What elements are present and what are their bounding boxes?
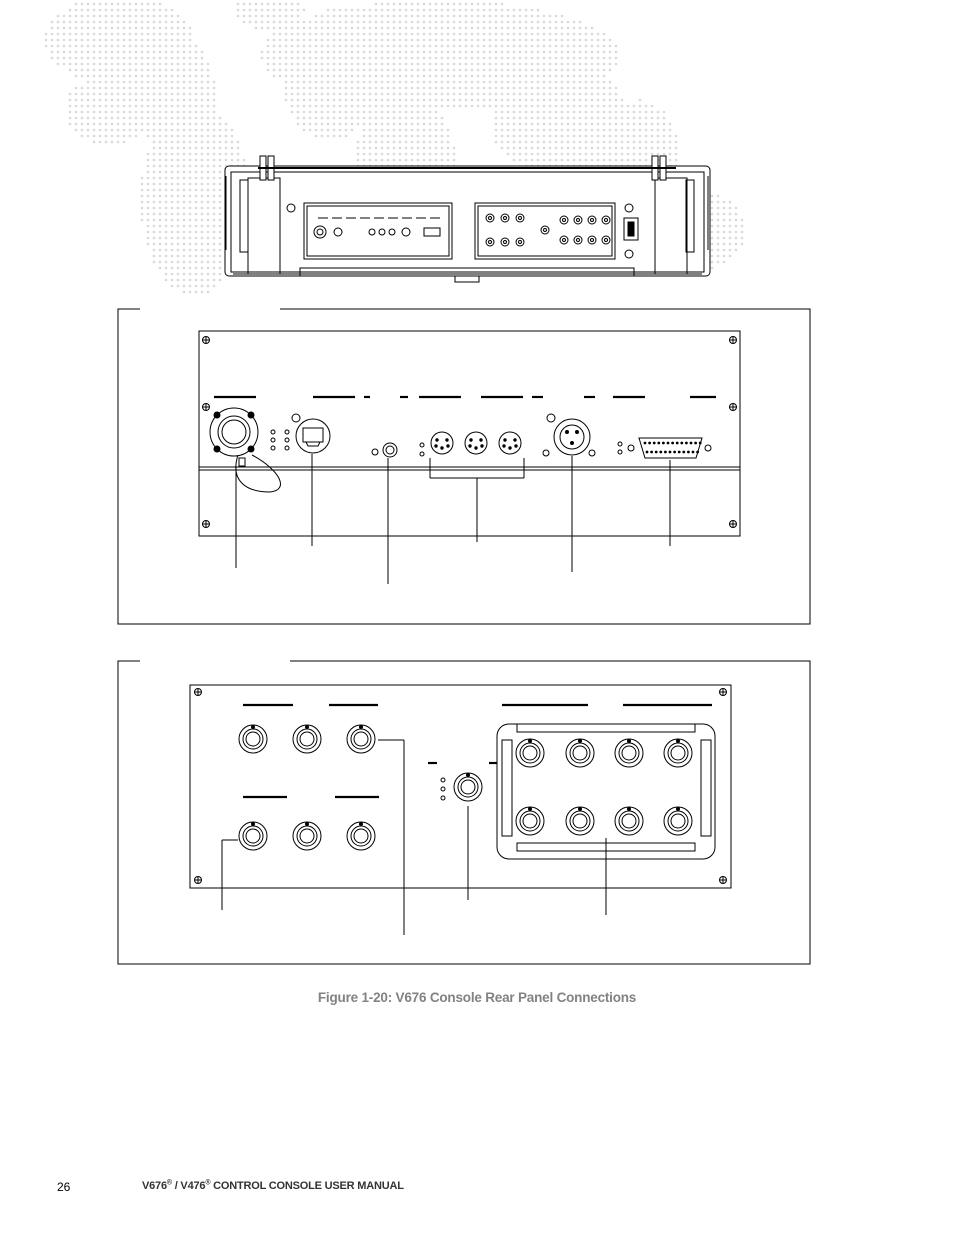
model-a: V676: [142, 1180, 167, 1192]
manual-title: V676® / V476® CONTROL CONSOLE USER MANUA…: [142, 1179, 404, 1192]
registered-mark: ®: [205, 1179, 211, 1187]
page-number: 26: [57, 1180, 71, 1194]
console-rear-panel-diagram: [117, 155, 811, 965]
detail-panel-upper: [117, 308, 811, 625]
title-rest: CONTROL CONSOLE USER MANUAL: [210, 1180, 404, 1192]
model-b: / V476: [171, 1180, 206, 1192]
registered-mark: ®: [166, 1179, 172, 1187]
world-map-background: [44, 2, 744, 294]
console-overview: [224, 155, 711, 283]
figure-caption: Figure 1-20: V676 Console Rear Panel Con…: [317, 990, 637, 1005]
detail-panel-lower: [117, 660, 811, 965]
